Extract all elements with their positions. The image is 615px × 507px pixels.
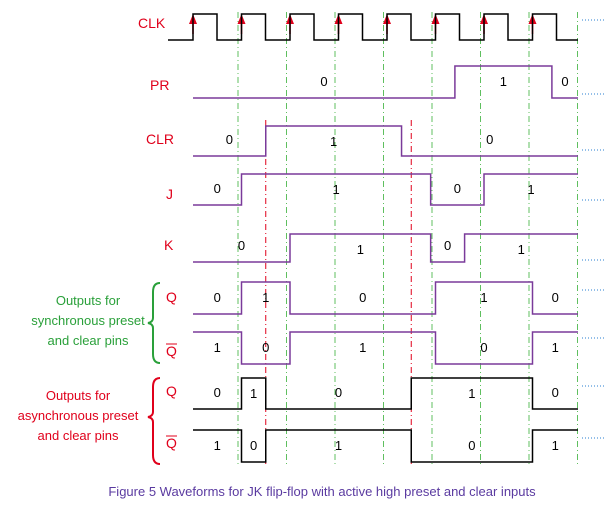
k-trace xyxy=(193,233,578,263)
j-value-label: 0 xyxy=(454,181,461,196)
k-value-label: 0 xyxy=(444,238,451,253)
pr-label: PR xyxy=(150,77,169,93)
qbar-async-value-label: 1 xyxy=(214,438,221,453)
async-brace xyxy=(147,377,161,465)
qbar-sync-value-label: 1 xyxy=(552,340,559,355)
timing-guide-lines xyxy=(237,12,578,466)
q-async-value-label: 0 xyxy=(214,385,221,400)
j-label: J xyxy=(166,186,173,202)
async-group-line2: asynchronous preset xyxy=(18,408,139,423)
j-value-label: 1 xyxy=(527,182,534,197)
pr-value-label: 0 xyxy=(320,74,327,89)
clr-trace xyxy=(193,125,578,157)
j-trace xyxy=(193,173,578,206)
k-value-label: 0 xyxy=(238,238,245,253)
async-group-line1: Outputs for xyxy=(46,388,111,403)
q-async-label: Q xyxy=(166,383,177,399)
qbar-sync-trace xyxy=(193,331,578,365)
q-sync-value-label: 0 xyxy=(552,290,559,305)
sync-brace xyxy=(147,282,161,364)
q-sync-value-label: 0 xyxy=(214,290,221,305)
sync-group-line3: and clear pins xyxy=(48,333,129,348)
async-group-line3: and clear pins xyxy=(38,428,119,443)
qbar-async-value-label: 0 xyxy=(250,438,257,453)
pr-value-label: 0 xyxy=(561,74,568,89)
qbar-sync-value-label: 0 xyxy=(480,340,487,355)
q-async-value-label: 0 xyxy=(552,385,559,400)
q-sync-trace xyxy=(193,281,578,315)
q-async-value-label: 0 xyxy=(335,385,342,400)
sync-group-line1: Outputs for xyxy=(56,293,121,308)
k-value-label: 1 xyxy=(357,242,364,257)
q-async-value-label: 1 xyxy=(250,386,257,401)
q-sync-value-label: 1 xyxy=(480,290,487,305)
q-sync-value-label: 0 xyxy=(359,290,366,305)
qbar-async-label: Q xyxy=(166,435,177,451)
k-value-label: 1 xyxy=(518,242,525,257)
clr-label: CLR xyxy=(146,131,174,147)
qbar-sync-value-label: 1 xyxy=(214,340,221,355)
qbar-async-value-label: 1 xyxy=(552,438,559,453)
q-async-trace xyxy=(193,377,578,410)
q-async-value-label: 1 xyxy=(468,386,475,401)
sync-group-line2: synchronous preset xyxy=(31,313,145,328)
waveform-traces xyxy=(168,13,605,463)
pr-trace xyxy=(193,65,578,99)
pr-value-label: 1 xyxy=(500,74,507,89)
k-label: K xyxy=(164,237,174,253)
clr-value-label: 0 xyxy=(226,132,233,147)
q-sync-label: Q xyxy=(166,289,177,305)
clr-value-label: 0 xyxy=(486,132,493,147)
clk-trace xyxy=(168,13,578,41)
qbar-sync-label: Q xyxy=(166,343,177,359)
j-value-label: 1 xyxy=(332,182,339,197)
waveform-value-labels: 0 1 0 0 1 0 0 1 0 1 0 1 0 1 0 1 0 1 0 1 0 1 0 1 0 1 0 1 0 1 0 1 0 1 xyxy=(214,74,569,453)
clr-value-label: 1 xyxy=(330,134,337,149)
q-sync-value-label: 1 xyxy=(262,290,269,305)
clk-label: CLK xyxy=(138,15,166,31)
qbar-sync-value-label: 0 xyxy=(262,340,269,355)
qbar-async-value-label: 0 xyxy=(468,438,475,453)
qbar-async-trace xyxy=(193,429,578,463)
j-value-label: 0 xyxy=(214,181,221,196)
qbar-sync-value-label: 1 xyxy=(359,340,366,355)
qbar-async-value-label: 1 xyxy=(335,438,342,453)
figure-caption: Figure 5 Waveforms for JK flip-flop with… xyxy=(108,484,536,499)
